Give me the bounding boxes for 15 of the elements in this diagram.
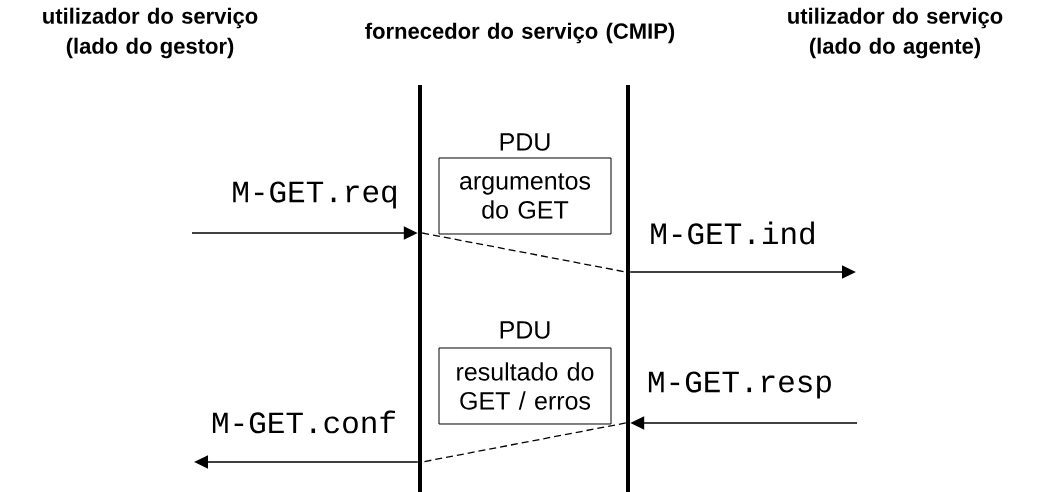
dashed-line — [421, 232, 627, 273]
column-heading: utilizador do serviço (lado do gestor) — [43, 7, 258, 59]
node-label: PDU — [500, 133, 550, 151]
edge-label: M-GET.ind — [651, 221, 814, 245]
edge-label: M-GET.resp — [648, 371, 831, 399]
node-label: PDU — [500, 321, 550, 339]
column-heading: utilizador do serviço (lado do agente) — [788, 7, 1003, 59]
arrow — [194, 455, 419, 469]
edge-label: M-GET.conf — [212, 410, 396, 434]
arrow — [629, 265, 856, 279]
pdu-box: PDU resultado do GET / erros — [438, 321, 612, 425]
column-heading: fornecedor do serviço (CMIP) — [365, 22, 675, 44]
dashed-line — [421, 422, 627, 463]
edge-label: M-GET.req — [233, 181, 396, 209]
pdu-box: PDU argumentos do GET — [438, 133, 612, 235]
